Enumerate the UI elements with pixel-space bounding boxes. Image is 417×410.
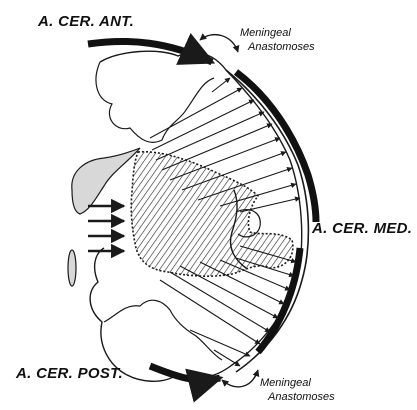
penetrating-artery-ray (212, 78, 230, 92)
label-middle-cerebral-artery: A. CER. MED. (311, 220, 412, 237)
meningeal-anastomosis-bottom-arrow (222, 370, 258, 387)
penetrating-artery-ray (156, 112, 264, 160)
central-hatched-territory (131, 152, 293, 276)
lenticulostriate-arrows (88, 206, 124, 251)
occipital-gyri (104, 300, 222, 360)
third-ventricle (68, 250, 76, 286)
penetrating-artery-ray (190, 330, 250, 356)
penetrating-artery-ray (214, 350, 240, 366)
label-meningeal-top-line1: Meningeal (240, 27, 291, 39)
label-posterior-cerebral-artery: A. CER. POST. (15, 365, 123, 382)
meningeal-anastomosis-top-arrow (200, 35, 238, 52)
frontal-gyri (96, 62, 214, 142)
penetrating-artery-ray (152, 100, 254, 150)
penetrating-artery-ray (170, 272, 270, 332)
penetrating-artery-ray (160, 280, 260, 344)
label-anterior-cerebral-artery: A. CER. ANT. (37, 13, 134, 30)
label-meningeal-top-line2: Anastomoses (247, 41, 315, 53)
label-meningeal-bottom-line1: Meningeal (260, 377, 311, 389)
posterior-cerebral-artery-band (150, 366, 220, 380)
lateral-ventricle (72, 148, 140, 214)
label-meningeal-bottom-line2: Anastomoses (267, 391, 335, 403)
penetrating-artery-ray (170, 138, 280, 180)
